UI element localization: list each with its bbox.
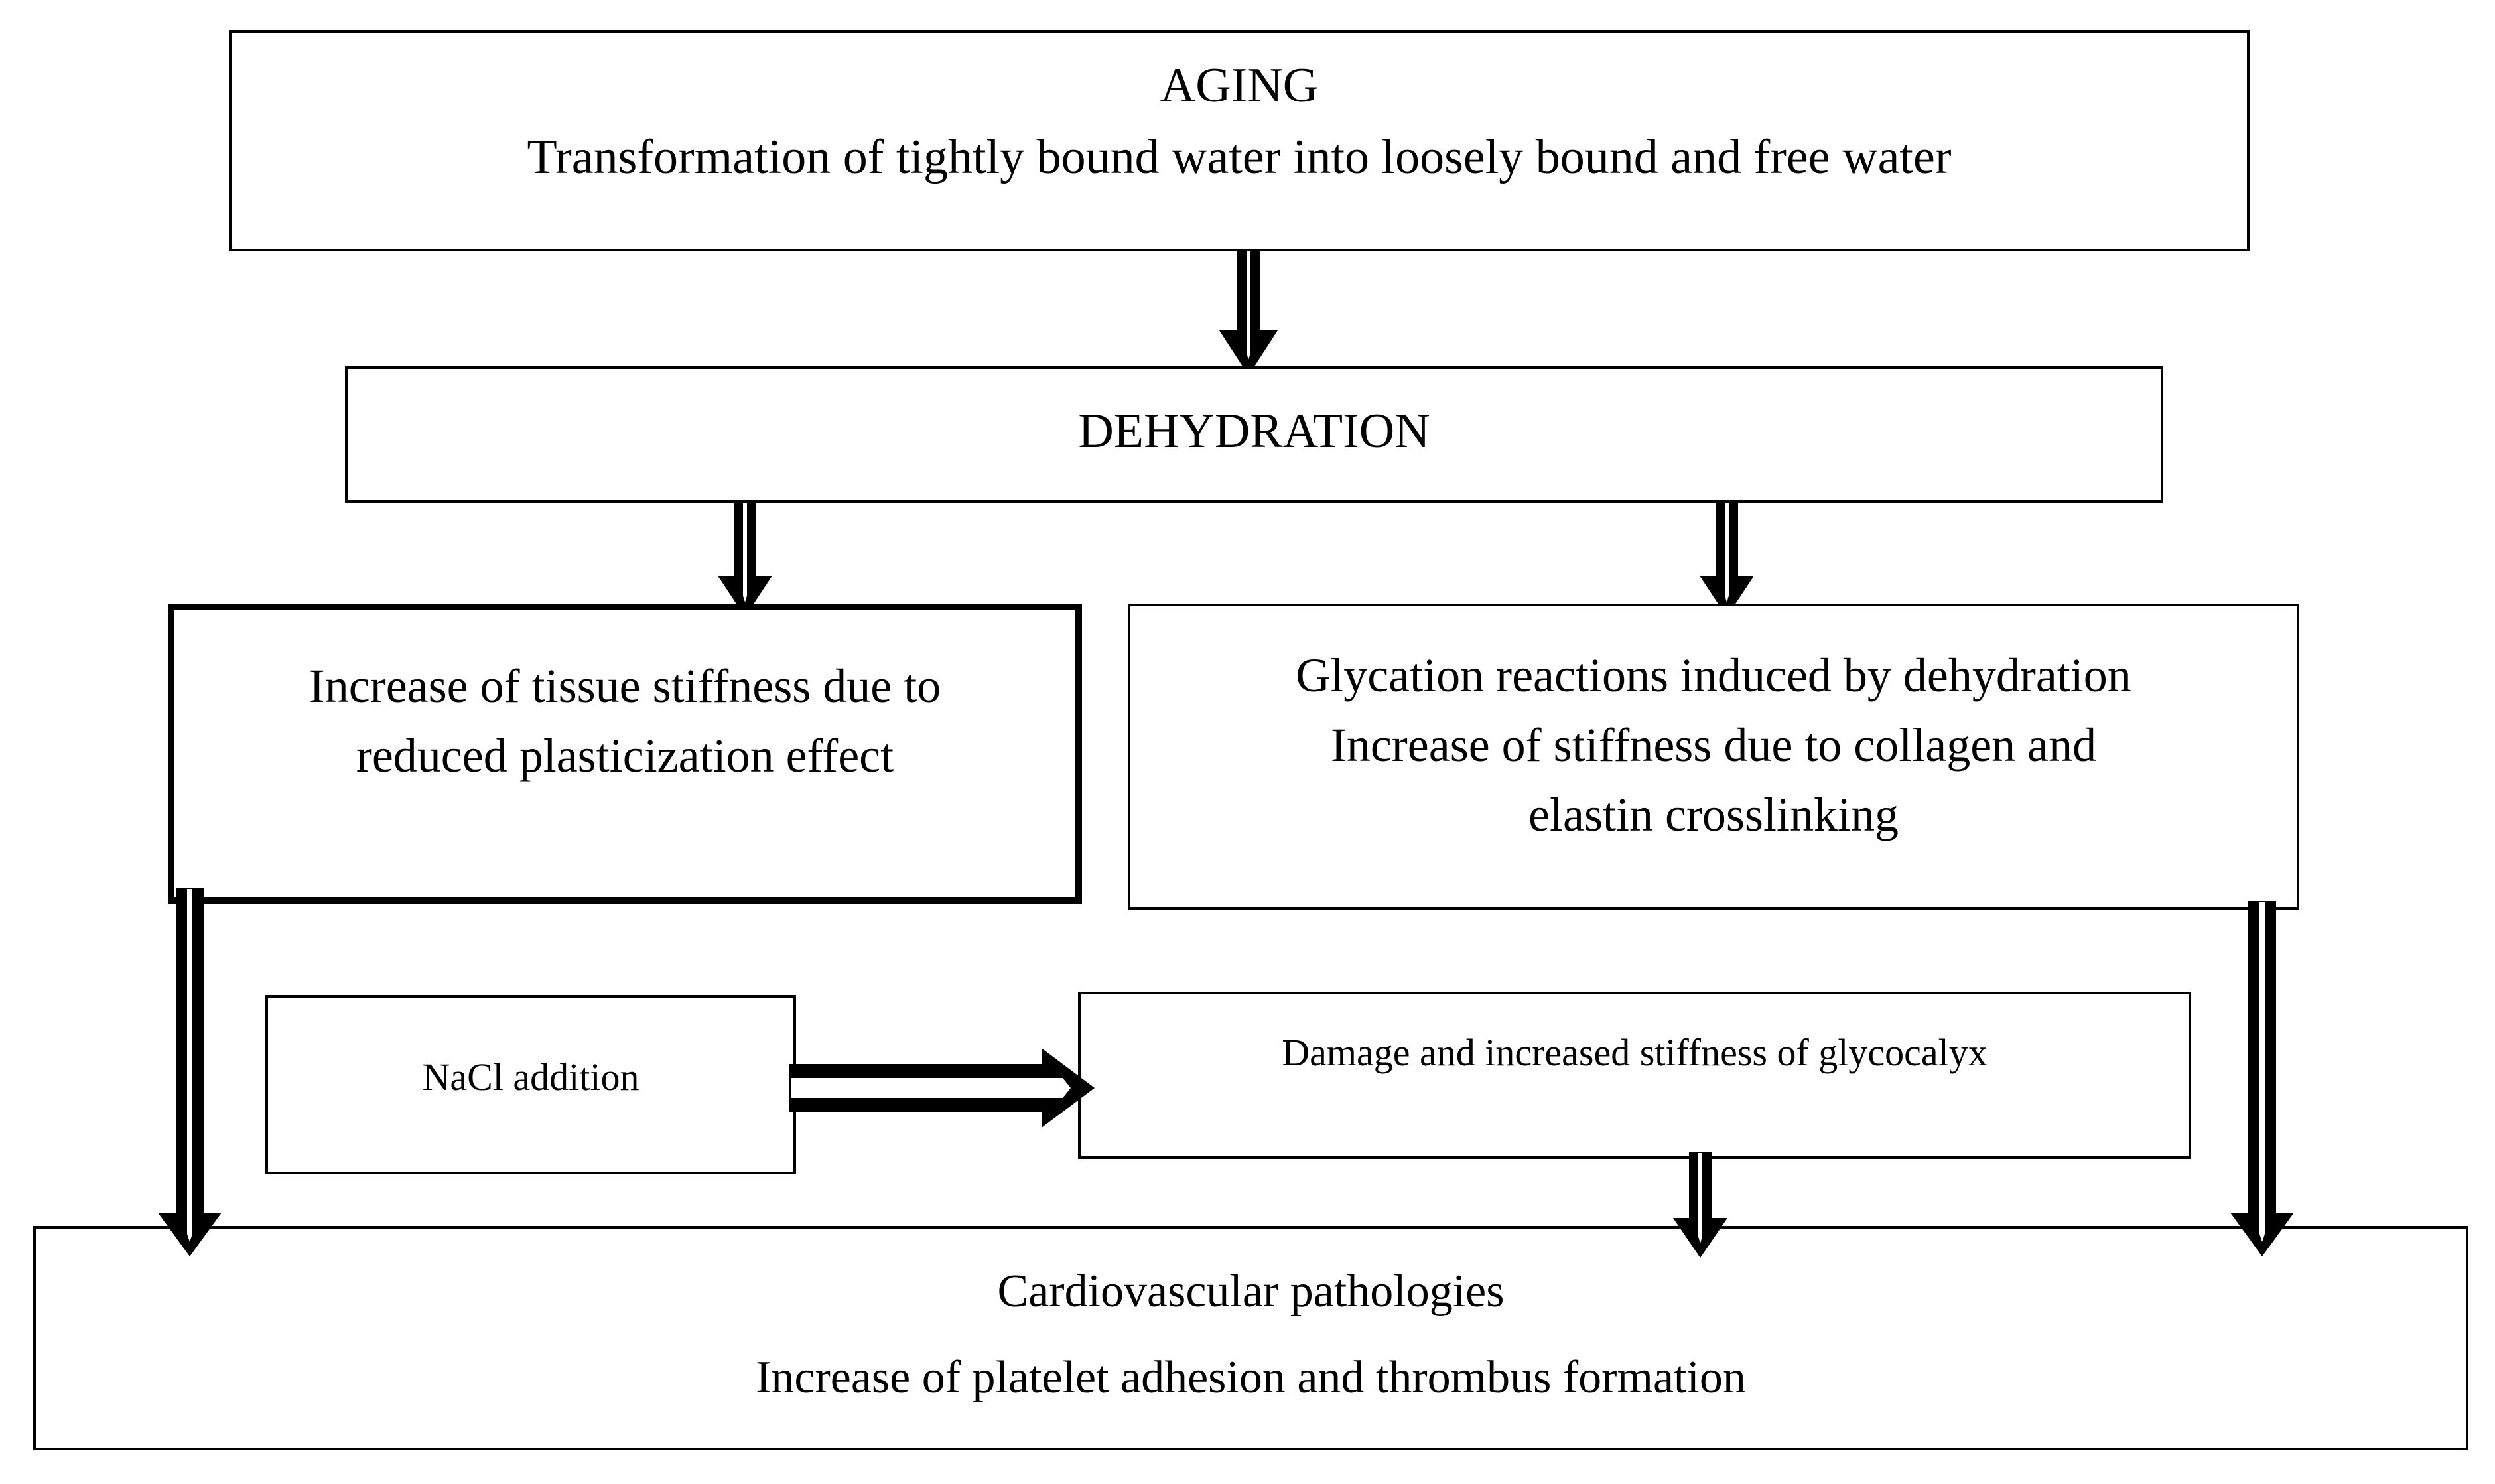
node-aging[interactable]: AGING Transformation of tightly bound wa… (229, 30, 2250, 251)
node-tissue-stiffness-line-1: Increase of tissue stiffness due to (308, 659, 941, 712)
node-glycocalyx-line-1: Damage and increased stiffness of glycoc… (1282, 1031, 1988, 1074)
arrow-glycation-to-cardio (2230, 901, 2294, 1256)
node-aging-line-2: Transformation of tightly bound water in… (527, 130, 1952, 185)
node-cardiovascular-pathologies[interactable]: Cardiovascular pathologies Increase of p… (33, 1226, 2468, 1450)
node-nacl-addition[interactable]: NaCl addition (265, 995, 796, 1174)
node-glycocalyx-damage[interactable]: Damage and increased stiffness of glycoc… (1078, 992, 2191, 1159)
arrow-aging-to-dehydration (1219, 245, 1278, 375)
arrow-stiffness-to-cardio (158, 888, 222, 1256)
node-glycation-line-2: Increase of stiffness due to collagen an… (1330, 718, 2097, 772)
node-glycation-line-3: elastin crosslinking (1528, 788, 1899, 842)
node-aging-line-1: AGING (1160, 58, 1319, 113)
node-tissue-stiffness-line-2: reduced plasticization effect (356, 729, 894, 783)
arrow-nacl-to-glycocalyx (789, 1048, 1095, 1128)
node-dehydration[interactable]: DEHYDRATION (345, 366, 2163, 503)
node-cardio-line-2: Increase of platelet adhesion and thromb… (756, 1352, 1746, 1404)
arrow-dehydration-to-stiffness (718, 496, 772, 617)
arrow-dehydration-to-glycation (1700, 496, 1754, 617)
node-glycation-reactions[interactable]: Glycation reactions induced by dehydrati… (1128, 604, 2299, 910)
node-cardio-line-1: Cardiovascular pathologies (997, 1266, 1505, 1317)
node-dehydration-line-1: DEHYDRATION (1078, 404, 1430, 458)
node-tissue-stiffness[interactable]: Increase of tissue stiffness due to redu… (168, 604, 1082, 904)
node-nacl-line-1: NaCl addition (422, 1055, 640, 1099)
arrow-glycocalyx-to-cardio (1673, 1152, 1727, 1258)
node-glycation-line-1: Glycation reactions induced by dehydrati… (1296, 649, 2131, 702)
